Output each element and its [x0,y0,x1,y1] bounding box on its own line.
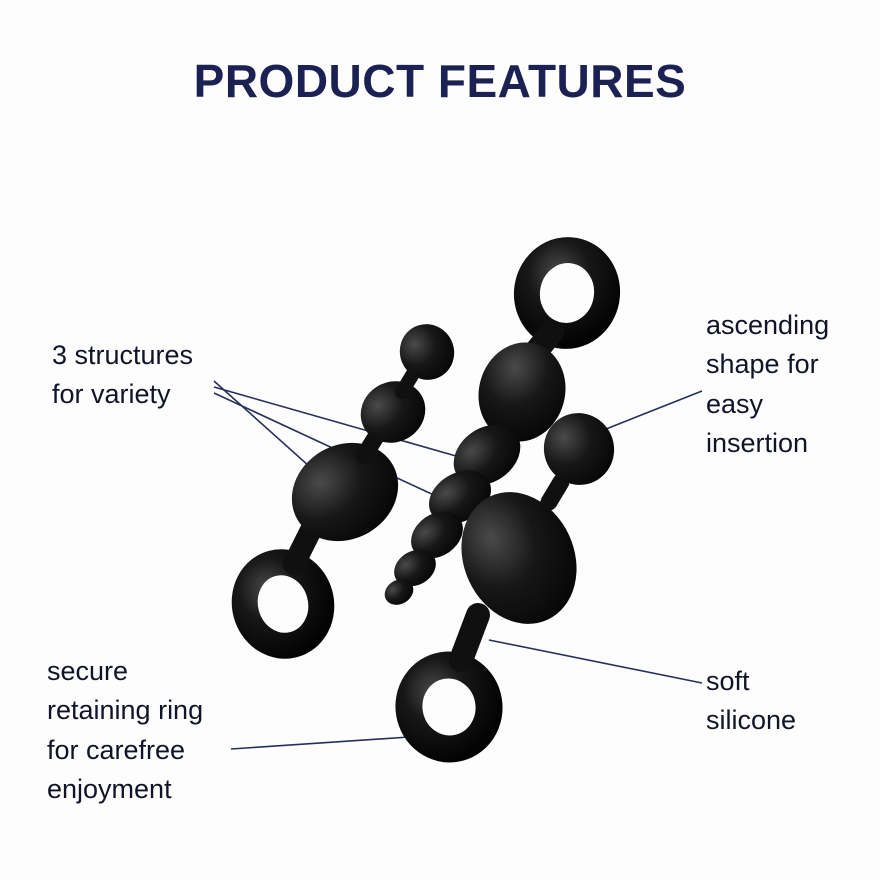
annotation-structures: 3 structures for variety [52,340,194,410]
beaded-plug-large-bead [291,442,399,542]
bulb-plug-body [461,492,577,624]
bulb-plug-ring [395,651,503,763]
twisted-plug-tip [384,579,414,605]
annotation-soft-silicone: soft silicone [706,666,797,736]
line-soft-silicone [488,639,703,684]
line-retaining-ring [230,736,410,750]
twisted-plug [384,237,621,605]
beaded-plug [231,324,455,659]
page-title: PRODUCT FEATURES [193,55,687,107]
twisted-plug-ring [513,237,621,349]
beaded-plug-top-bead [399,324,455,380]
line-ascending [600,390,703,432]
beaded-plug-mid-bead [360,381,426,443]
line-structures-2 [213,386,471,461]
bulb-plug-top-bead [543,413,615,485]
beaded-plug-ring [231,549,335,659]
annotation-ascending-shape: ascending shape for easy insertion [706,310,830,459]
bulb-plug [395,413,615,763]
twisted-plug-bulge [478,342,566,442]
annotation-retaining-ring: secure retaining ring for carefree enjoy… [47,656,204,805]
